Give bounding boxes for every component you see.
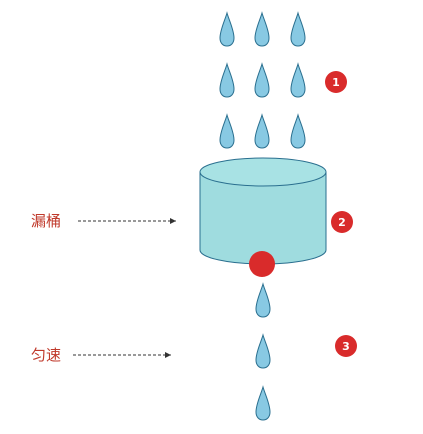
drop-row2-col2 <box>254 62 270 98</box>
bucket-hole <box>249 251 275 277</box>
bucket-label-group: 漏桶 <box>31 212 176 230</box>
badge-1-text: 1 <box>332 76 340 89</box>
drop-row3-col2 <box>254 113 270 149</box>
drop-row1-col3 <box>290 11 306 47</box>
drop-row2-col1 <box>219 62 235 98</box>
uniform-label: 匀速 <box>31 346 61 364</box>
badge-2-text: 2 <box>338 216 346 229</box>
bucket <box>199 157 327 277</box>
outflow-drop-1 <box>255 282 271 318</box>
drop-row2-col3 <box>290 62 306 98</box>
outflow-drop-2 <box>255 333 271 369</box>
drop-row3-col1 <box>219 113 235 149</box>
badge-3-text: 3 <box>342 340 350 353</box>
drop-row1-col1 <box>219 11 235 47</box>
badge-2: 2 <box>331 211 353 233</box>
badge-3: 3 <box>335 335 357 357</box>
badge-3-circle <box>335 335 357 357</box>
bucket-label: 漏桶 <box>31 212 61 230</box>
badge-2-circle <box>331 211 353 233</box>
drop-row3-col3 <box>290 113 306 149</box>
badge-1-circle <box>325 71 347 93</box>
badge-1: 1 <box>325 71 347 93</box>
incoming-drops <box>219 11 306 149</box>
outflow-drops <box>255 282 271 421</box>
drop-row1-col2 <box>254 11 270 47</box>
bucket-top <box>199 157 327 187</box>
outflow-drop-3 <box>255 385 271 421</box>
uniform-label-group: 匀速 <box>31 346 171 364</box>
